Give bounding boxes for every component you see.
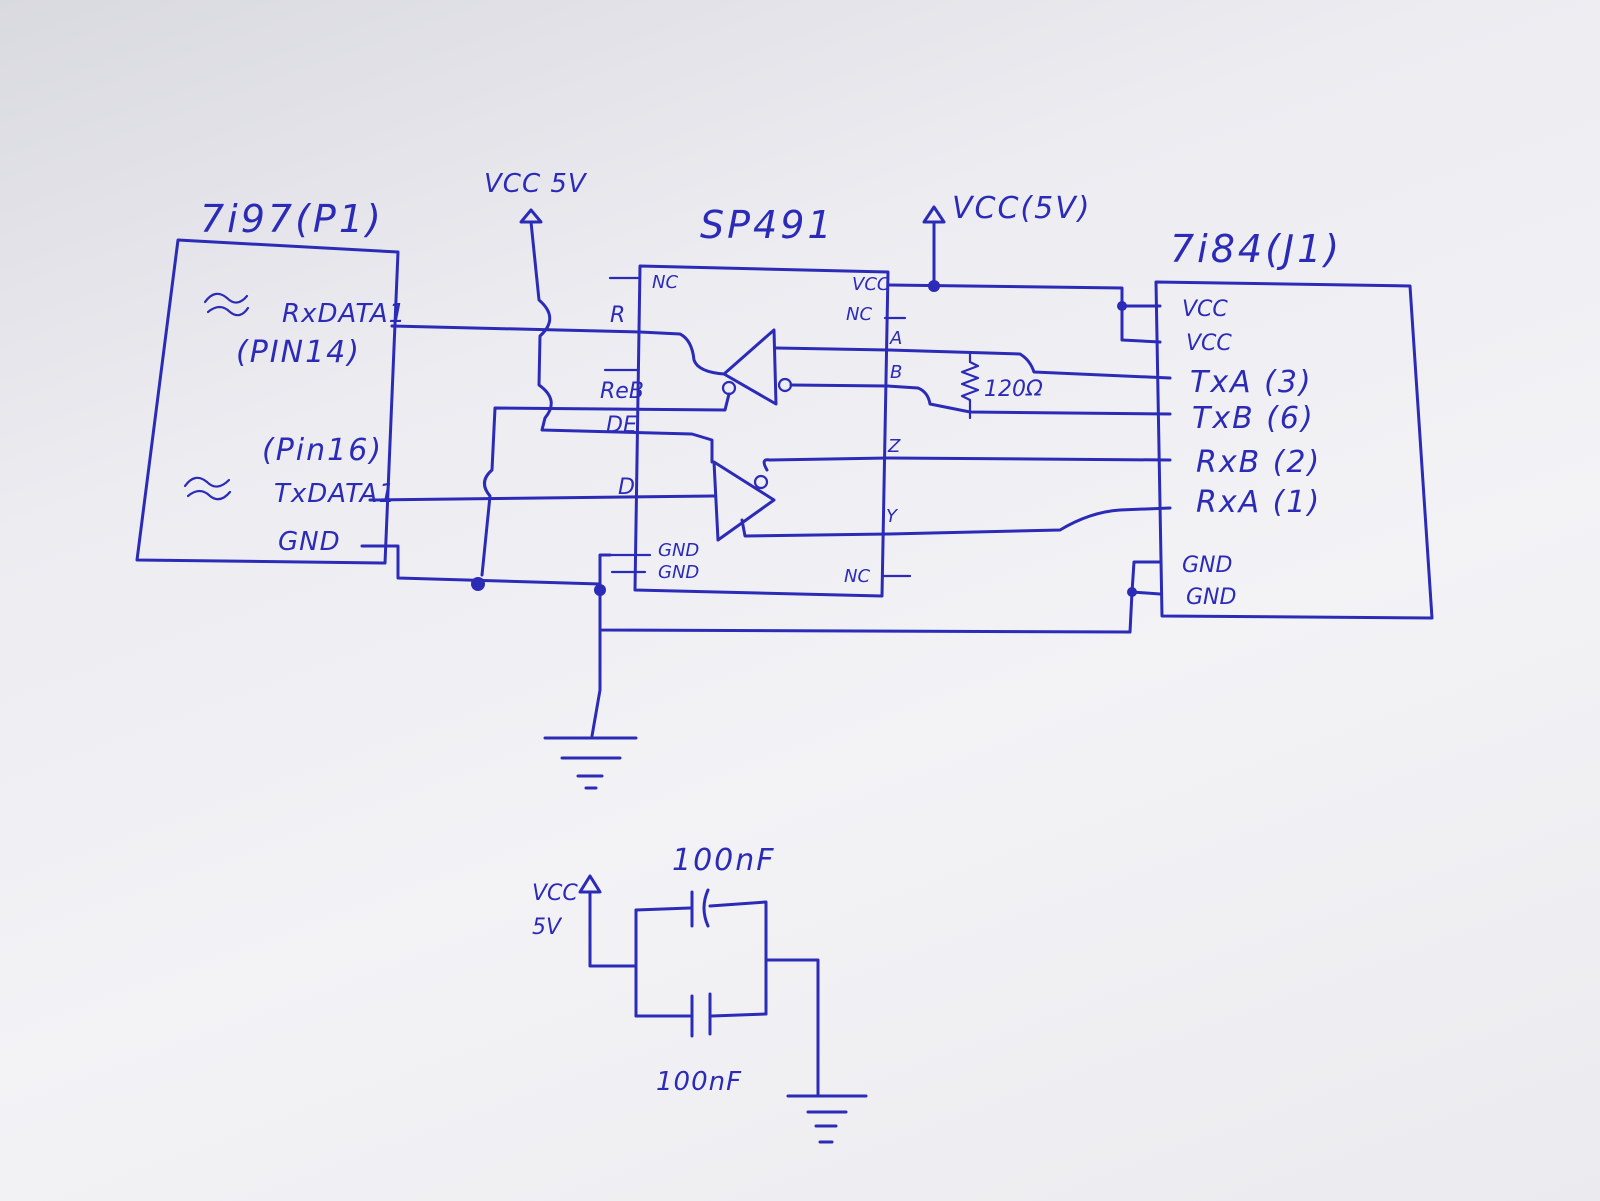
p1-rx-label: RxDATA1 [282,299,406,329]
j1-title: 7i84(J1) [1170,227,1342,271]
vcc-left-label: VCC 5V [484,169,588,199]
chip-pin-vcc: VCC [852,274,890,295]
resistor-label: 120Ω [984,377,1043,402]
chip-pin-a: A [889,328,902,349]
j1-connector: 7i84(J1) VCC VCC TxA (3) TxB (6) RxB (2)… [1154,227,1434,620]
cap-top-wires [634,900,768,1016]
vcc-right-wire [886,283,1162,308]
cap-bottom-label: 100nF [656,1067,742,1097]
j1-pin-gnd-2: GND [1186,585,1236,610]
vcc-arrow-icon [519,208,543,224]
chip-title: SP491 [700,203,835,247]
ground-symbol-icon [786,1094,868,1144]
receiver-enable-bubble [721,380,737,396]
ground-network [360,544,1162,790]
wire-b-to-txb [886,384,1172,416]
driver-output-bubble [753,474,769,490]
j1-pin-txa: TxA (3) [1190,365,1313,400]
gnd-j1-bridge [1130,560,1162,594]
wire-z-internal [762,456,890,472]
chip-right-stubs [882,316,912,578]
gnd-drop-wire [590,628,602,738]
chip-pin-z: Z [887,436,901,457]
vcc-feed-wire [588,890,638,968]
capacitor-bottom-icon [690,992,712,1038]
j1-pin-rxb: RxB (2) [1196,445,1321,480]
wire-a-to-txa [886,348,1172,380]
j1-pin-gnd-1: GND [1182,553,1232,578]
wire-z-to-rxb [886,456,1172,462]
gnd-p1-wire [360,544,602,586]
rx-data-wire [390,324,726,376]
junction-dot [1117,301,1127,311]
chip-left-stubs [603,276,652,574]
p1-connector: 7i97(P1) RxDATA1 (PIN14) (Pin16) TxDATA1… [135,197,406,565]
decoupling-section: VCC 5V 100nF 100nF [532,843,868,1144]
tx-data-wire [368,494,716,502]
capacitor-top-icon [690,888,710,928]
junction-dot [928,280,940,292]
vcc-left-wire [529,220,714,464]
chip-pin-b: B [890,362,902,383]
chip-pin-gnd-1: GND [658,540,699,561]
chip-pin-d: D [618,475,635,500]
chip-pin-y: Y [886,506,899,527]
decoupling-vcc-label: VCC [532,881,578,906]
resistor-icon [960,352,980,420]
p1-rx-pin: (PIN14) [236,335,361,370]
chip-pin-r: R [610,303,625,328]
chip-pin-nc-bottom: NC [844,566,870,587]
wire-a-internal [774,346,890,352]
signal-wires [368,324,890,577]
vcc-arrow-icon [578,874,602,894]
junction-dot [1127,587,1137,597]
p1-tx-label: TxDATA1 [274,479,396,509]
chip-pin-reb: ReB [600,379,644,404]
sp491-chip: SP491 NC R ReB DE D GND GND VCC NC A B Z… [600,203,912,598]
j1-pin-vcc-1: VCC [1182,297,1228,322]
p1-tx-pin: (Pin16) [262,433,383,468]
p1-gnd-label: GND [278,527,341,557]
vcc-left-supply: VCC 5V [484,169,714,464]
rs485-bus: 120Ω [886,348,1172,536]
vcc-bridge-wire [1120,304,1162,344]
gnd-chip-wire [598,553,612,586]
cap-bottom-wires [634,1012,768,1018]
j1-box [1154,280,1434,620]
wire-y-internal [740,518,890,538]
decoupling-5v-label: 5V [532,915,563,940]
junction-dot [594,584,606,596]
chip-pin-gnd-2: GND [658,562,699,583]
driver-buffer-icon [712,460,776,542]
p1-box [135,238,400,565]
chip-body [633,264,890,598]
chip-pin-nc-right: NC [846,304,872,325]
ground-symbol-icon [543,736,638,790]
j1-pin-vcc-2: VCC [1186,331,1232,356]
chip-pin-nc: NC [652,272,678,293]
wire-b-internal [789,383,890,388]
scribble-mark [203,292,250,317]
reb-wire [480,392,731,577]
cap-ground-wire [764,958,820,1096]
scribble-mark [183,476,232,501]
cap-top-label: 100nF [672,843,776,878]
p1-title: 7i97(P1) [200,197,384,241]
vcc-right-label: VCC(5V) [952,191,1091,226]
junction-dot [471,577,485,591]
vcc-right-supply: VCC(5V) [886,191,1162,344]
receiver-input-bubble [777,377,793,393]
wire-y-to-rxa [886,506,1172,536]
vcc-arrow-icon [922,205,946,224]
gnd-j1-wire [598,582,1162,634]
j1-pin-rxa: RxA (1) [1196,485,1321,520]
chip-pin-de: DE [606,413,637,438]
j1-pin-txb: TxB (6) [1192,401,1315,436]
receiver-buffer-icon [722,328,778,406]
